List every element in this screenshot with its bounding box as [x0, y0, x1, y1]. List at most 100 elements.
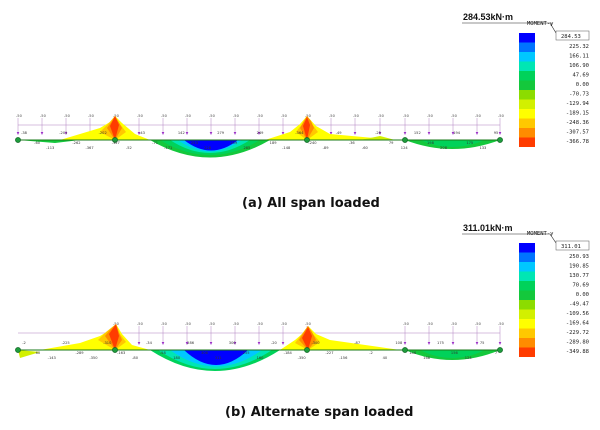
legend-swatch	[519, 300, 535, 310]
member-moment-label: 168	[423, 356, 431, 360]
load-arrowhead	[378, 132, 382, 135]
legend-value: -229.72	[566, 330, 589, 336]
member-moment-label: -201	[59, 131, 67, 135]
member-moment-label: 108	[395, 341, 403, 345]
legend-swatch	[519, 319, 535, 329]
legend-swatch	[519, 90, 535, 100]
member-moment-label: 40	[383, 356, 388, 360]
load-arrowhead	[427, 132, 431, 135]
panel-b-member-labels: -260-143-225-289-350-310-163-80-34-58180…	[22, 341, 497, 360]
member-moment-label: -49	[336, 131, 343, 135]
load-arrowhead	[40, 132, 44, 135]
member-moment-label: -350	[298, 356, 307, 360]
member-moment-label: -202	[99, 131, 107, 135]
member-moment-label: -310	[103, 341, 112, 345]
legend-value: 106.90	[569, 63, 589, 69]
member-moment-label: 306	[201, 351, 209, 355]
panel-a-moment-fills	[18, 116, 500, 158]
legend-swatch	[519, 99, 535, 109]
panel-a-peak-label: 284.53kN·m	[463, 12, 513, 22]
legend-value: -366.78	[566, 139, 589, 145]
member-moment-label: 124	[401, 146, 409, 150]
member-moment-label: -262	[72, 141, 80, 145]
member-moment-label: 79	[389, 141, 394, 145]
panel-b-legend-colorbar	[519, 243, 535, 357]
member-moment-label: -240	[308, 141, 317, 145]
panel-a-legend-colorbar	[519, 33, 535, 147]
load-arrowhead	[403, 132, 407, 135]
member-moment-label: 285	[243, 146, 250, 150]
load-value-label: -50	[185, 114, 192, 118]
load-value-label: -50	[305, 114, 312, 118]
member-moment-label: -34	[146, 341, 153, 345]
load-value-label: -50	[403, 114, 410, 118]
load-value-label: -50	[281, 114, 288, 118]
member-moment-label: 300	[229, 341, 237, 345]
load-arrowhead	[64, 132, 68, 135]
member-moment-label: -87	[354, 341, 360, 345]
legend-value: 166.11	[569, 54, 589, 60]
member-moment-label: 259	[230, 141, 238, 145]
load-value-label: -50	[161, 322, 168, 326]
panel-a-member-labels: -38-60-113-201-262-367-202-127-52-43-71-…	[21, 131, 498, 150]
load-arrowhead	[475, 342, 479, 345]
load-value-label: -50	[498, 322, 505, 326]
legend-swatch	[519, 271, 535, 281]
member-moment-label: -227	[325, 351, 333, 355]
legend-swatch	[519, 243, 535, 253]
panel-a: -50-50-50-50-50-50-50-50-50-50-50-50-50-…	[15, 12, 590, 211]
member-moment-label: 208	[440, 146, 448, 150]
load-arrowhead	[161, 132, 165, 135]
load-value-label: -50	[88, 114, 95, 118]
member-moment-label: 180	[173, 356, 181, 360]
member-moment-label: -38	[21, 131, 28, 135]
legend-swatch	[519, 33, 535, 43]
panel-a-legend-max: 284.53	[561, 34, 581, 40]
legend-value: 0.00	[576, 82, 589, 88]
load-value-label: -50	[137, 322, 144, 326]
legend-swatch	[519, 309, 535, 319]
load-arrowhead	[233, 342, 237, 345]
load-value-label: -50	[475, 114, 482, 118]
panel-a-peak-callout: 284.53kN·m	[462, 12, 557, 34]
load-arrowhead	[281, 342, 285, 345]
load-value-label: -50	[498, 114, 505, 118]
load-value-label: -50	[16, 114, 23, 118]
load-arrowhead	[233, 132, 237, 135]
member-moment-label: -25	[375, 131, 381, 135]
load-arrowhead	[498, 342, 502, 345]
load-value-label: -50	[161, 114, 168, 118]
load-value-label: -50	[113, 114, 120, 118]
member-moment-label: 75	[480, 341, 485, 345]
member-moment-label: 198	[427, 141, 435, 145]
member-moment-label: 133	[479, 146, 486, 150]
panel-a-caption: (a) All span loaded	[242, 196, 380, 211]
load-arrowhead	[16, 132, 20, 135]
load-value-label: -50	[40, 114, 47, 118]
member-moment-label: -2	[369, 351, 373, 355]
load-value-label: -50	[305, 322, 312, 326]
load-arrowhead	[329, 132, 333, 135]
legend-swatch	[519, 262, 535, 272]
member-moment-label: 255	[243, 351, 250, 355]
panel-b-legend-max: 311.01	[561, 244, 581, 250]
legend-swatch	[519, 347, 535, 357]
member-moment-label: -364	[295, 131, 304, 135]
load-value-label: -50	[475, 322, 482, 326]
legend-swatch	[519, 71, 535, 81]
member-moment-label: -20	[271, 341, 278, 345]
legend-value: -248.36	[566, 120, 589, 126]
member-moment-label: -143	[48, 356, 56, 360]
legend-swatch	[519, 137, 535, 147]
legend-value: -70.73	[569, 92, 589, 98]
member-moment-label: -163	[117, 351, 125, 355]
member-moment-label: 228	[204, 146, 212, 150]
legend-value: 190.85	[569, 264, 589, 270]
member-moment-label: -71	[152, 141, 158, 145]
member-moment-label: 60	[36, 351, 41, 355]
member-moment-label: 194	[453, 131, 461, 135]
panel-b-peak-label: 311.01kN·m	[463, 223, 513, 233]
member-moment-label: -184	[284, 351, 293, 355]
member-moment-label: -43	[139, 131, 145, 135]
legend-swatch	[519, 128, 535, 138]
